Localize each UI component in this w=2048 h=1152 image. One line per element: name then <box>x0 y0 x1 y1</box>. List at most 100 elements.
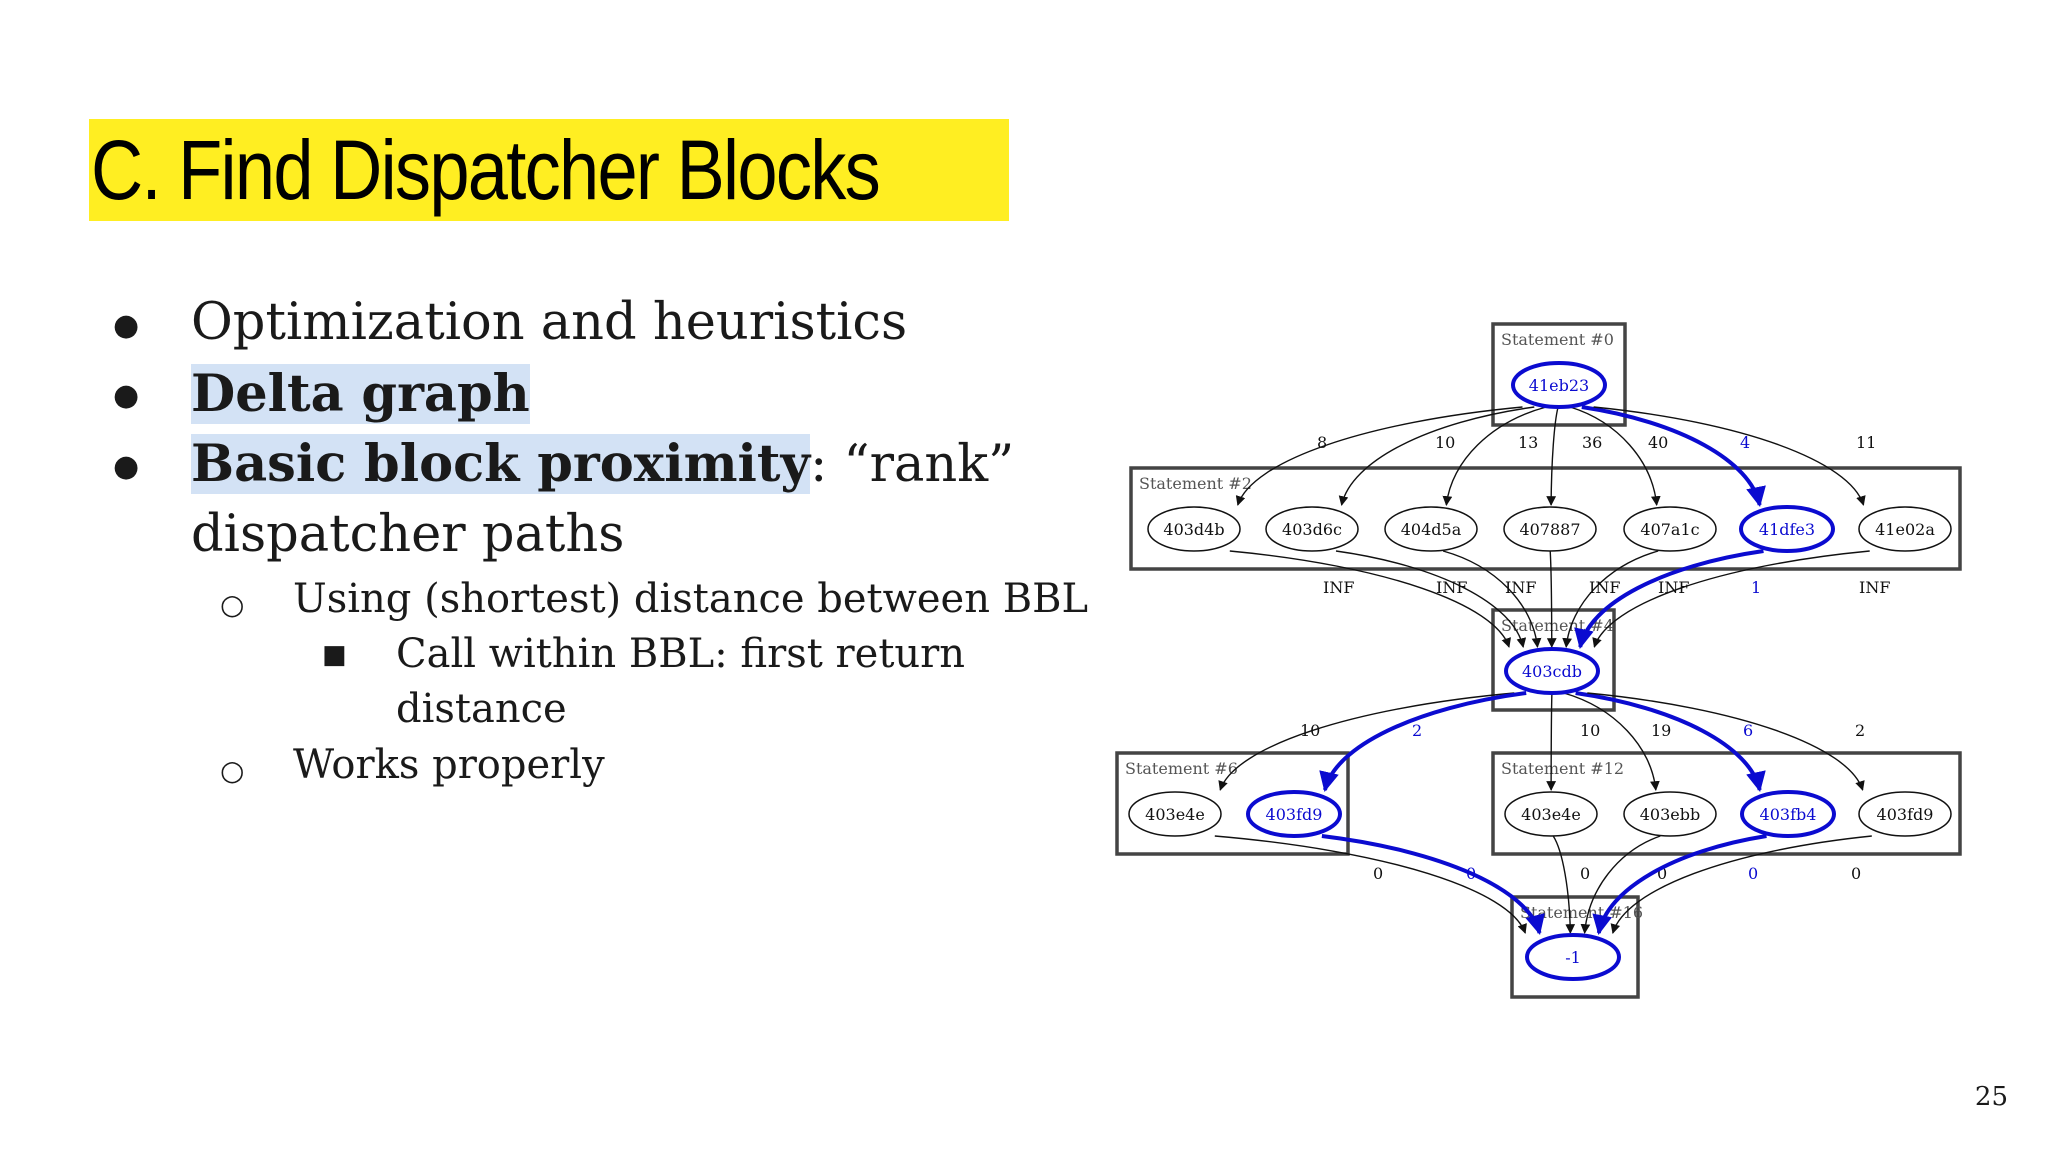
edge-label: 0 <box>1657 864 1667 883</box>
graph-edge <box>1581 405 1766 507</box>
sub-bullet-circle: ○ <box>220 588 245 621</box>
graph-node <box>1623 506 1717 552</box>
graph-node <box>1128 791 1222 837</box>
node-label: 403fd9 <box>1877 805 1934 824</box>
edge-label: 13 <box>1518 433 1538 452</box>
statement-label: Statement #2 <box>1139 474 1252 493</box>
graph-edge <box>1574 549 1764 649</box>
graph-edge <box>1575 691 1766 792</box>
graph-edge <box>1610 835 1872 934</box>
graph-edge <box>1218 692 1515 791</box>
graph-edge <box>1335 550 1527 648</box>
statement-label: Statement #6 <box>1125 759 1238 778</box>
graph-edge <box>1569 406 1661 506</box>
graph-edge <box>1319 691 1527 792</box>
statement-label: Statement #0 <box>1501 330 1614 349</box>
edge-label: 4 <box>1740 433 1750 452</box>
edge-label: 36 <box>1582 433 1602 452</box>
node-label: 404d5a <box>1401 520 1462 539</box>
highlighted-term: Basic block proximity <box>191 434 811 494</box>
node-label: 41e02a <box>1875 520 1935 539</box>
graph-node <box>1504 647 1600 695</box>
graph-edge <box>1546 406 1559 506</box>
sub-bullet-shortest-distance: Using (shortest) distance between BBL <box>293 576 1089 622</box>
edge-label: INF <box>1505 578 1536 597</box>
edge-label: 0 <box>1851 864 1861 883</box>
edge-label: 10 <box>1580 721 1600 740</box>
graph-edge <box>1546 692 1557 791</box>
graph-node <box>1503 506 1597 552</box>
node-label: 407887 <box>1519 520 1580 539</box>
edge-label: 2 <box>1855 721 1865 740</box>
graph-edge <box>1442 550 1542 648</box>
graph-node <box>1265 506 1359 552</box>
sub-bullet-circle: ○ <box>220 754 245 787</box>
sub-sub-bullet-call-within-bbl: Call within BBL: first return <box>396 631 966 677</box>
graph-node <box>1384 506 1478 552</box>
graph-edge <box>1442 406 1547 506</box>
node-label: -1 <box>1565 948 1581 967</box>
graph-edge <box>1562 550 1659 648</box>
graph-node <box>1525 933 1621 981</box>
bullet-dot: ● <box>113 449 140 484</box>
sub-sub-bullet-square: ■ <box>322 640 347 670</box>
graph-node <box>1504 791 1598 837</box>
node-label: 403e4e <box>1521 805 1581 824</box>
bullet-dot: ● <box>113 308 140 343</box>
edge-label: INF <box>1658 578 1689 597</box>
edge-label: 2 <box>1412 721 1422 740</box>
edge-label: INF <box>1323 578 1354 597</box>
graph-edge <box>1592 550 1870 648</box>
graph-edge <box>1580 835 1661 934</box>
node-label: 41dfe3 <box>1759 520 1815 539</box>
edge-label: 1 <box>1751 578 1761 597</box>
graph-node <box>1147 506 1241 552</box>
statement-box <box>1491 751 1962 856</box>
graph-node <box>1858 791 1952 837</box>
sub-bullet-works-properly: Works properly <box>293 742 605 788</box>
statement-box <box>1491 322 1627 427</box>
graph-edge <box>1235 406 1523 506</box>
statement-box <box>1491 608 1616 712</box>
bullet-delta-graph: Delta graph <box>191 364 530 424</box>
bullet-optimization: Optimization and heuristics <box>191 293 908 352</box>
edge-label: 10 <box>1435 433 1455 452</box>
edge-label: 0 <box>1466 864 1476 883</box>
node-label: 41eb23 <box>1529 376 1589 395</box>
node-label: 403d6c <box>1282 520 1342 539</box>
bullet-dot: ● <box>113 378 140 413</box>
graph-edge <box>1593 406 1866 506</box>
graph-node <box>1739 505 1835 553</box>
edge-label: 10 <box>1300 721 1320 740</box>
graph-node <box>1623 791 1717 837</box>
node-label: 403fb4 <box>1760 805 1817 824</box>
graph-edge <box>1587 692 1865 791</box>
bullet-suffix: : “rank” <box>810 435 1015 494</box>
edge-label: 11 <box>1856 433 1876 452</box>
node-label: 403e4e <box>1145 805 1205 824</box>
edge-label: INF <box>1436 578 1467 597</box>
edge-label: 6 <box>1743 721 1753 740</box>
bullet-basic-block-proximity: Basic block proximity: “rank” <box>191 434 1014 494</box>
graph-edge <box>1214 835 1527 934</box>
graph-edge <box>1546 550 1557 648</box>
edge-label: INF <box>1859 578 1890 597</box>
edge-label: 0 <box>1580 864 1590 883</box>
statement-box <box>1510 895 1640 999</box>
graph-node <box>1246 790 1342 838</box>
graph-node <box>1858 506 1952 552</box>
graph-edge <box>1321 834 1545 935</box>
node-label: 403cdb <box>1522 662 1582 681</box>
sub-sub-bullet-continuation: distance <box>396 686 567 732</box>
statement-label: Statement #12 <box>1501 759 1624 778</box>
edge-label: 8 <box>1317 433 1327 452</box>
graph-edge <box>1338 406 1535 506</box>
title-highlight: C. Find Dispatcher Blocks <box>89 119 1010 221</box>
node-label: 403fd9 <box>1266 805 1323 824</box>
graph-edge <box>1563 692 1660 791</box>
statement-box <box>1115 751 1350 856</box>
statement-box <box>1129 466 1962 571</box>
edge-label: INF <box>1589 578 1620 597</box>
edge-label: 19 <box>1651 721 1671 740</box>
